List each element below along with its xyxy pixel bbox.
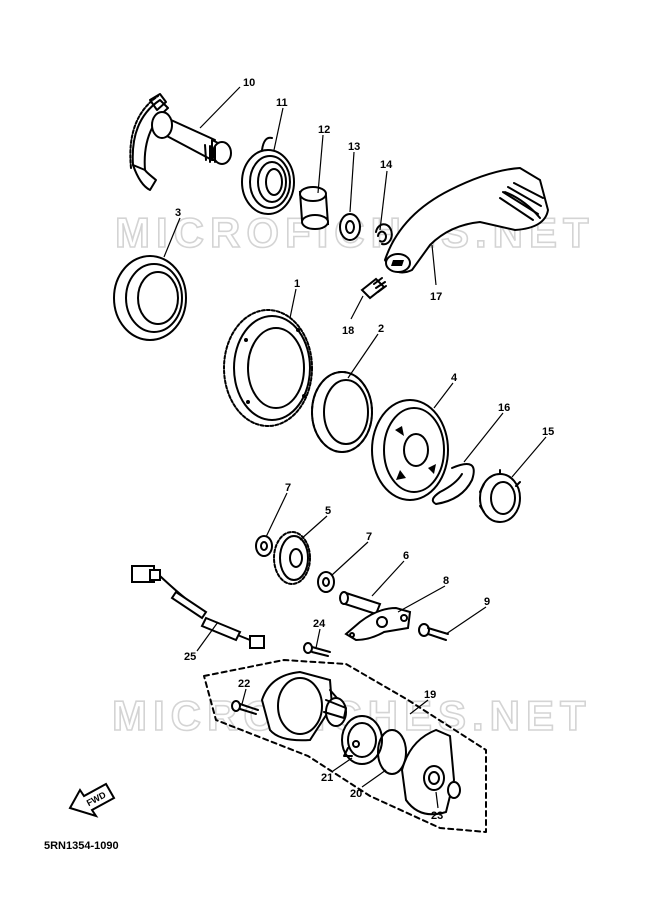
callout-17: 17 (430, 291, 442, 303)
callout-7-lower: 7 (366, 531, 372, 543)
part-16-clip[interactable] (431, 463, 475, 505)
callout-5: 5 (325, 505, 331, 517)
callout-21: 21 (321, 772, 333, 784)
part-9-bolt[interactable] (418, 623, 449, 641)
part-13-washer[interactable] (339, 213, 361, 241)
part-4-clutch-housing[interactable] (371, 399, 449, 501)
part-11-torsion-spring[interactable] (241, 136, 295, 215)
starter-motor-assembly-outline (203, 659, 487, 833)
callout-labels: 10 11 12 13 14 3 1 18 17 2 4 16 15 7 5 7… (175, 77, 554, 822)
part-2-one-way-clutch[interactable] (311, 371, 373, 453)
callout-8: 8 (443, 575, 449, 587)
part-22-bolt[interactable] (231, 700, 259, 715)
callout-15: 15 (542, 426, 554, 438)
callout-20: 20 (350, 788, 362, 800)
watermark-lower: MICROFICHES.NET (112, 692, 592, 739)
part-1-starter-wheel-gear[interactable] (223, 309, 313, 427)
part-10-kick-gear-shaft[interactable] (129, 93, 232, 191)
callout-3: 3 (175, 207, 181, 219)
callout-23: 23 (431, 810, 443, 822)
part-5-idler-gear[interactable] (273, 531, 311, 585)
part-8-plate[interactable] (344, 606, 412, 642)
callout-12: 12 (318, 124, 330, 136)
callout-16: 16 (498, 402, 510, 414)
diagram-code: 5RN1354-1090 (44, 840, 119, 852)
part-24-bolt[interactable] (303, 642, 331, 657)
part-7-washer-upper[interactable] (255, 535, 273, 557)
callout-13: 13 (348, 141, 360, 153)
part-12-collar[interactable] (298, 186, 330, 230)
callout-6: 6 (403, 550, 409, 562)
part-17-kick-crank[interactable] (383, 166, 550, 274)
callout-7-upper: 7 (285, 482, 291, 494)
callout-14: 14 (380, 159, 393, 171)
callout-2: 2 (378, 323, 384, 335)
callout-19: 19 (424, 689, 436, 701)
fwd-arrow-icon: FWD (68, 782, 116, 818)
part-21-brush-holder[interactable] (341, 715, 383, 765)
part-20-o-ring[interactable] (377, 729, 407, 775)
callout-4: 4 (451, 372, 458, 384)
part-18-bolt[interactable] (360, 277, 387, 300)
part-15-pinion-gear[interactable] (479, 469, 521, 523)
callout-9: 9 (484, 596, 490, 608)
callout-25: 25 (184, 651, 196, 663)
part-6-shaft[interactable] (339, 591, 382, 616)
part-14-circlip[interactable] (375, 223, 393, 246)
part-3-oil-seal[interactable] (113, 255, 187, 341)
callout-24: 24 (313, 618, 326, 630)
callout-11: 11 (276, 97, 288, 109)
callout-22: 22 (238, 678, 250, 690)
callout-10: 10 (243, 77, 255, 89)
callout-1: 1 (294, 278, 300, 290)
leader-lines (163, 86, 547, 809)
part-25-starter-lead[interactable] (131, 565, 265, 649)
part-23-end-cover[interactable] (400, 728, 461, 816)
starter-motor-body[interactable] (260, 670, 347, 742)
callout-18: 18 (342, 325, 354, 337)
part-7-washer-lower[interactable] (317, 571, 335, 593)
